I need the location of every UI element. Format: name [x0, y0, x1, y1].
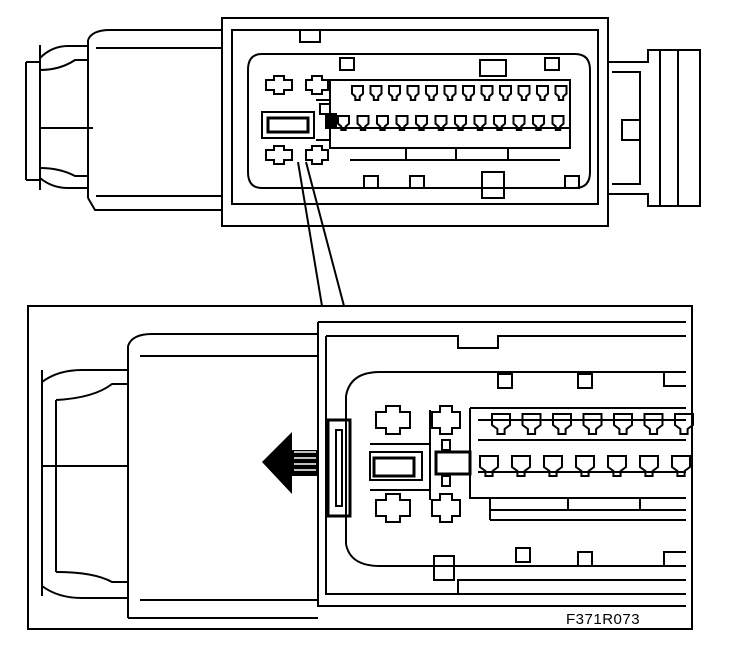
pin-upper-detail	[613, 413, 633, 435]
pin-upper-detail	[491, 413, 511, 435]
pin-upper-top	[536, 85, 549, 101]
pin-lower-top	[395, 115, 409, 131]
pin-upper-top	[406, 85, 420, 101]
pin-upper-detail	[552, 413, 572, 435]
pin-upper-detail	[582, 413, 603, 435]
pin-upper-top	[499, 85, 512, 101]
pin-lower-top	[337, 115, 350, 131]
pin-lower-detail	[639, 455, 659, 477]
pin-upper-top	[425, 85, 438, 101]
plug-left-top	[25, 29, 222, 211]
insert-face-detail	[345, 371, 686, 567]
pin-lower-top	[415, 115, 428, 131]
housing-detail	[317, 321, 686, 607]
direction-arrow	[262, 432, 318, 494]
pin-upper-top	[369, 85, 383, 101]
pin-upper-top	[351, 85, 364, 101]
pin-upper-top	[462, 85, 475, 101]
pin-lower-detail	[607, 455, 627, 477]
pin-upper-detail	[643, 413, 664, 435]
right-extension	[608, 49, 701, 207]
pin-upper-detail	[521, 413, 542, 435]
pin-upper-top	[388, 85, 401, 101]
pin-lower-top	[356, 115, 370, 131]
plug-left-detail	[41, 333, 318, 619]
pin-lower-top	[532, 115, 545, 131]
pin-lower-detail	[479, 455, 499, 477]
figure-code: F371R073	[566, 611, 641, 628]
housing-top	[221, 17, 609, 227]
pin-upper-detail	[674, 413, 694, 435]
pin-upper-top	[443, 85, 457, 101]
pin-upper-top	[554, 85, 568, 101]
connector-top-view	[25, 17, 701, 227]
pin-lower-top	[551, 115, 565, 131]
pin-lower-top	[434, 115, 448, 131]
pin-lower-top	[473, 115, 487, 131]
pin-lower-top	[512, 115, 526, 131]
zoom-lines	[297, 161, 345, 307]
pin-lower-detail	[543, 455, 563, 477]
locking-slide	[326, 418, 352, 518]
pin-lower-detail	[511, 455, 531, 477]
pin-upper-top	[480, 85, 494, 101]
pin-upper-top	[517, 85, 531, 101]
detail-frame	[27, 305, 693, 630]
large-terminals-top	[265, 75, 329, 165]
pin-lower-detail	[671, 455, 691, 477]
pin-lower-top	[376, 115, 389, 131]
large-terminals-detail	[375, 405, 461, 523]
connector-detail-view	[27, 305, 693, 630]
pin-lower-top	[493, 115, 506, 131]
pin-lower-top	[454, 115, 467, 131]
pin-lower-detail	[575, 455, 595, 477]
